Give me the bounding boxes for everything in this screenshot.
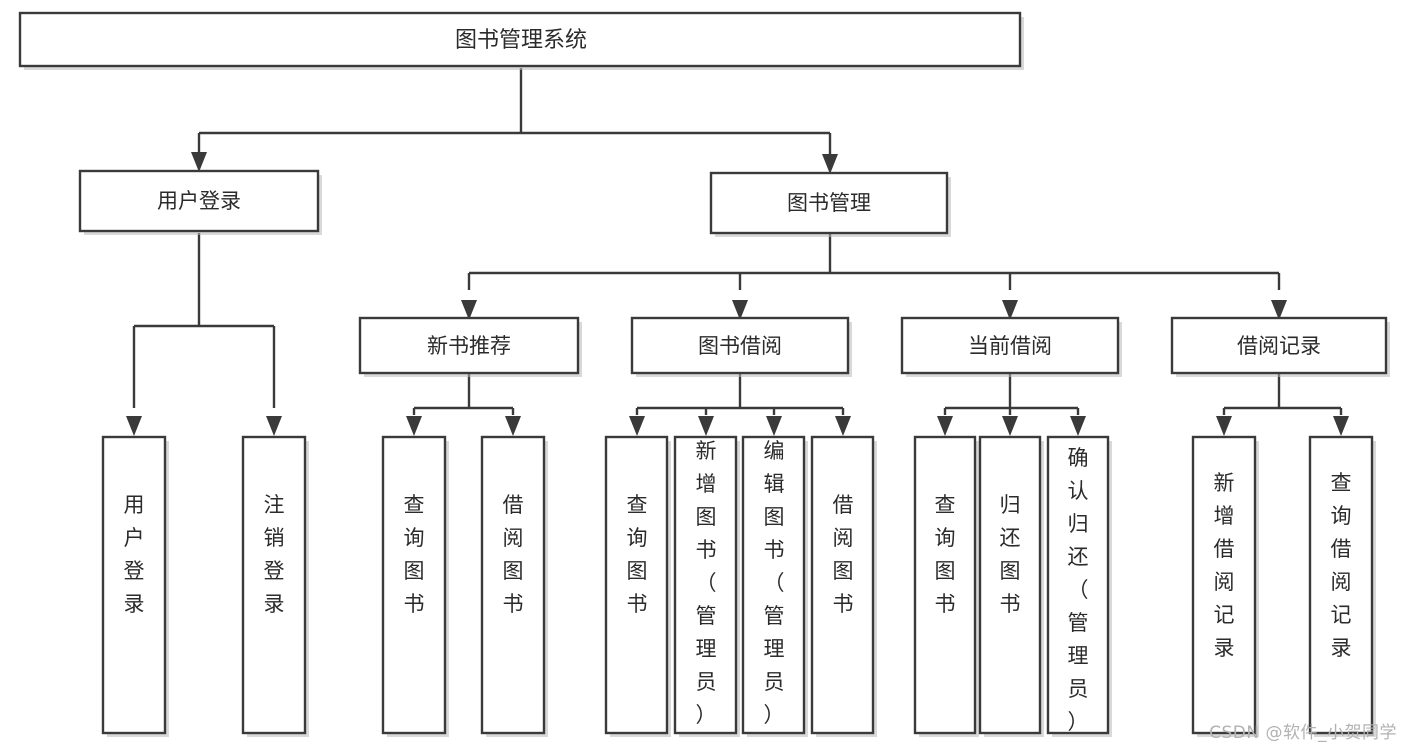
arrow-to-leaf-query-book-3 bbox=[937, 416, 953, 436]
node-current-borrow[interactable]: 当前借阅 bbox=[900, 316, 1122, 377]
arrow-to-leaf-borrow-book-1 bbox=[505, 416, 521, 436]
node-leaf-add-record[interactable]: 新增借阅记录 bbox=[1191, 435, 1259, 737]
leaf-add-book-box bbox=[673, 435, 738, 735]
node-borrow-record[interactable]: 借阅记录 bbox=[1170, 316, 1390, 377]
leaf-add-record-box bbox=[1191, 435, 1257, 735]
leaf-query-record-box bbox=[1308, 435, 1374, 735]
leaf-borrow-book-2-label: 借阅图书 bbox=[833, 493, 854, 616]
node-leaf-query-book-1[interactable]: 查询图书 bbox=[381, 435, 449, 737]
node-leaf-borrow-book-1[interactable]: 借阅图书 bbox=[480, 435, 548, 737]
arrow-to-leaf-query-book-1 bbox=[406, 416, 422, 436]
arrow-to-leaf-add-book bbox=[698, 416, 714, 436]
leaf-borrow-book-2-box bbox=[810, 435, 875, 735]
arrow-to-leaf-user-logout bbox=[266, 416, 282, 436]
node-user-login[interactable]: 用户登录 bbox=[78, 169, 322, 235]
leaf-query-book-1-label: 查询图书 bbox=[404, 493, 425, 616]
leaf-query-book-1-box bbox=[381, 435, 447, 735]
leaf-return-book-box bbox=[978, 435, 1042, 735]
book-borrow-box bbox=[630, 316, 850, 375]
borrow-record-box bbox=[1170, 316, 1388, 375]
arrow-to-leaf-edit-book bbox=[766, 416, 782, 436]
leaf-confirm-return-label: 确认归还（管理员） bbox=[1068, 446, 1089, 734]
leaf-borrow-book-1-label: 借阅图书 bbox=[503, 493, 524, 616]
leaf-query-book-3-label: 查询图书 bbox=[935, 493, 956, 616]
leaf-user-login-label: 用户登录 bbox=[124, 493, 145, 616]
book-management-box bbox=[709, 171, 949, 235]
leaf-borrow-book-1-box bbox=[480, 435, 546, 735]
leaf-query-book-3-box bbox=[913, 435, 977, 735]
root-label: 图书管理系统 bbox=[455, 28, 587, 53]
user-login-label: 用户登录 bbox=[157, 189, 241, 213]
root-box bbox=[18, 11, 1022, 68]
node-leaf-user-logout[interactable]: 注销登录 bbox=[241, 435, 309, 737]
node-leaf-query-book-3[interactable]: 查询图书 bbox=[913, 435, 979, 737]
edge-layer bbox=[126, 68, 1349, 436]
leaf-query-book-2-label: 查询图书 bbox=[627, 493, 648, 616]
leaf-add-record-label: 新增借阅记录 bbox=[1214, 471, 1235, 660]
borrow-record-label: 借阅记录 bbox=[1237, 334, 1321, 358]
new-book-recommend-label: 新书推荐 bbox=[427, 334, 511, 358]
node-leaf-query-book-2[interactable]: 查询图书 bbox=[604, 435, 671, 737]
leaf-user-logout-box bbox=[241, 435, 307, 735]
leaf-edit-book-label: 编辑图书（管理员） bbox=[764, 439, 785, 727]
arrow-to-leaf-return-book bbox=[1002, 416, 1018, 436]
node-leaf-return-book[interactable]: 归还图书 bbox=[978, 435, 1044, 737]
node-leaf-query-record[interactable]: 查询借阅记录 bbox=[1308, 435, 1376, 737]
leaf-add-book-label: 新增图书（管理员） bbox=[696, 439, 717, 727]
node-new-book-recommend[interactable]: 新书推荐 bbox=[358, 316, 582, 377]
arrow-to-leaf-query-book-2 bbox=[629, 416, 645, 436]
new-book-recommend-box bbox=[358, 316, 580, 375]
arrow-to-leaf-add-record bbox=[1216, 416, 1232, 436]
arrow-to-book-management bbox=[822, 154, 838, 174]
node-book-management[interactable]: 图书管理 bbox=[709, 171, 951, 237]
current-borrow-box bbox=[900, 316, 1120, 375]
node-leaf-edit-book[interactable]: 编辑图书（管理员） bbox=[741, 435, 808, 737]
node-leaf-user-login[interactable]: 用户登录 bbox=[101, 435, 169, 737]
arrow-to-leaf-query-record bbox=[1333, 416, 1349, 436]
arrow-to-leaf-user-login bbox=[126, 416, 142, 436]
leaf-user-logout-label: 注销登录 bbox=[264, 493, 285, 616]
leaf-edit-book-box bbox=[741, 435, 806, 735]
node-leaf-borrow-book-2[interactable]: 借阅图书 bbox=[810, 435, 877, 737]
node-book-borrow[interactable]: 图书借阅 bbox=[630, 316, 852, 377]
leaf-user-login-box bbox=[101, 435, 167, 735]
arrow-to-leaf-borrow-book-2 bbox=[835, 416, 851, 436]
leaf-return-book-label: 归还图书 bbox=[1000, 493, 1021, 616]
csdn-watermark: CSDN @软件_小贺同学 bbox=[1209, 723, 1397, 743]
arrow-to-leaf-confirm-return bbox=[1070, 416, 1086, 436]
leaf-query-record-label: 查询借阅记录 bbox=[1331, 471, 1352, 660]
leaf-confirm-return-box bbox=[1046, 435, 1110, 735]
node-root[interactable]: 图书管理系统 bbox=[18, 11, 1024, 70]
node-leaf-confirm-return[interactable]: 确认归还（管理员） bbox=[1046, 435, 1112, 737]
book-borrow-label: 图书借阅 bbox=[698, 334, 782, 358]
book-management-label: 图书管理 bbox=[787, 191, 871, 215]
user-login-box bbox=[78, 169, 320, 233]
arrow-to-user-login bbox=[191, 152, 207, 172]
leaf-query-book-2-box bbox=[604, 435, 669, 735]
current-borrow-label: 当前借阅 bbox=[968, 334, 1052, 358]
node-leaf-add-book[interactable]: 新增图书（管理员） bbox=[673, 435, 740, 737]
